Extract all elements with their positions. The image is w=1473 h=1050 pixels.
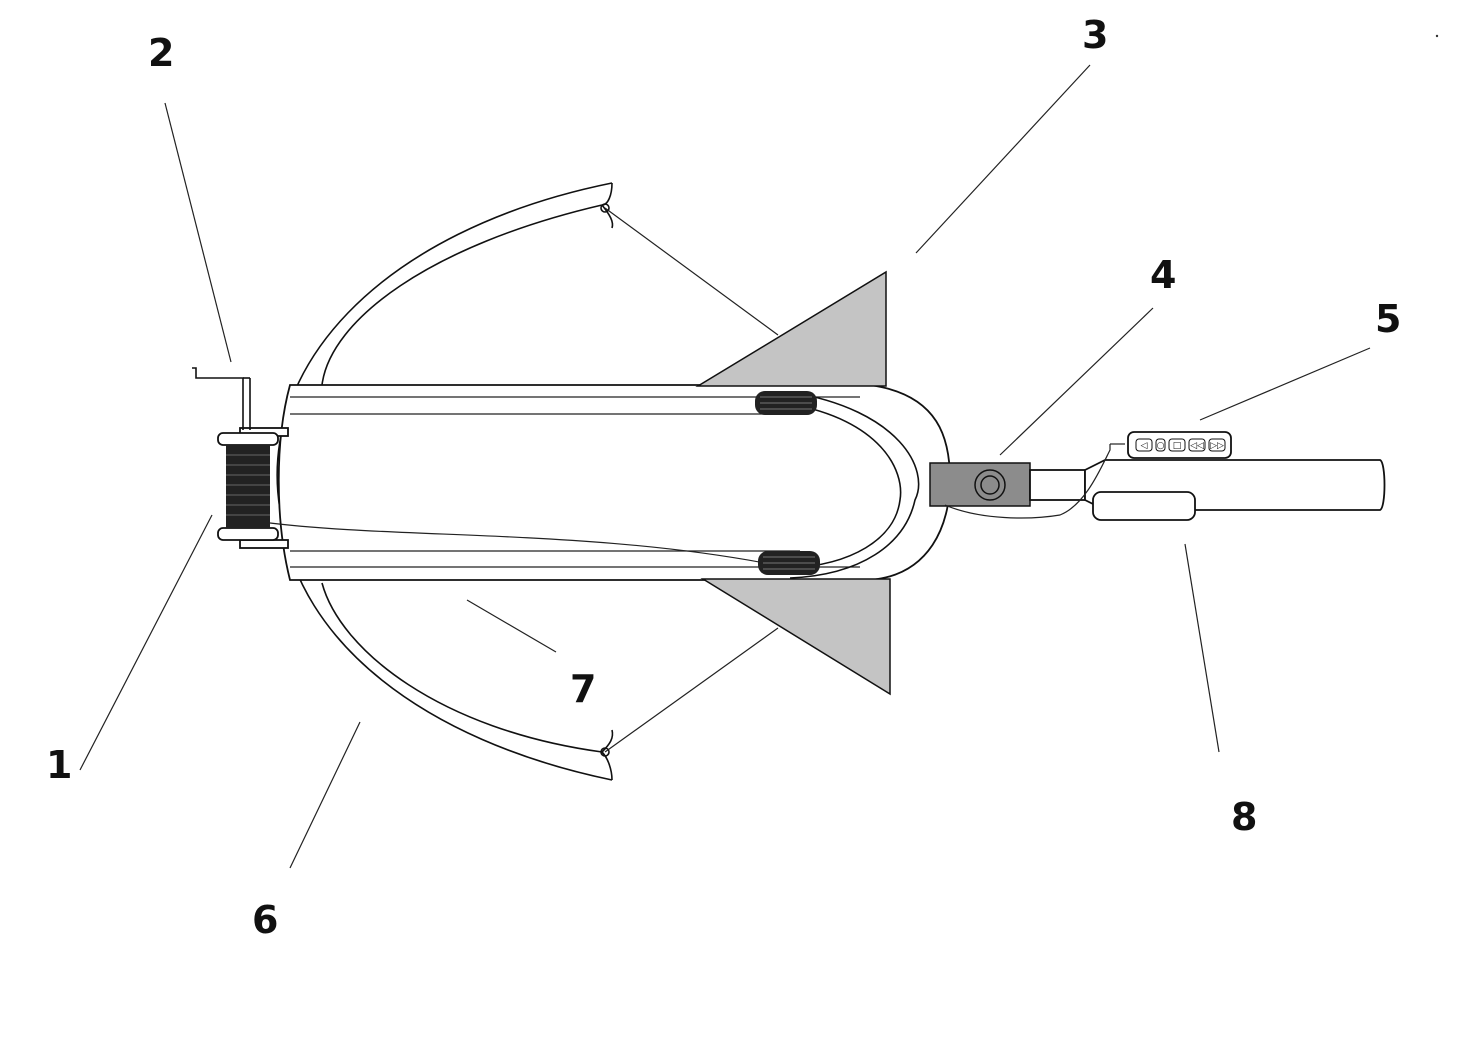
- remote-button-label-0: ◁: [1141, 441, 1148, 451]
- remote-button-label-4: ▷▷: [1210, 441, 1224, 451]
- crank-handle: [192, 367, 251, 430]
- fin-bottom: [700, 578, 891, 696]
- label-7: 7: [570, 667, 596, 711]
- label-8: 8: [1231, 795, 1257, 839]
- remote-button-2: [1168, 438, 1186, 452]
- label-1: 1: [46, 743, 72, 787]
- label-2: 2: [148, 31, 174, 75]
- label-4: 4: [1150, 253, 1176, 297]
- leader-lines: [79, 64, 1371, 869]
- label-3: 3: [1082, 13, 1108, 57]
- label-6: 6: [252, 898, 278, 942]
- roller-top: [755, 391, 817, 415]
- winch-spool: [217, 427, 289, 549]
- remote-button-4: [1208, 438, 1226, 452]
- remote-button-3: [1188, 438, 1206, 452]
- remote-button-label-1: ○: [1157, 441, 1165, 451]
- roller-bottom: [758, 551, 820, 575]
- sight-mount: [929, 462, 1086, 507]
- remote-button-0: [1135, 438, 1153, 452]
- fin-top: [695, 270, 887, 387]
- remote-control: ◁ ○ □ ◁◁ ▷▷: [1127, 431, 1232, 459]
- remote-button-1: [1155, 438, 1166, 452]
- remote-button-label-2: □: [1173, 441, 1182, 451]
- handle-grip: [944, 443, 1386, 521]
- stock-body: [261, 384, 951, 581]
- label-5: 5: [1375, 297, 1401, 341]
- bow-string: [604, 207, 779, 753]
- remote-button-label-3: ◁◁: [1190, 441, 1204, 451]
